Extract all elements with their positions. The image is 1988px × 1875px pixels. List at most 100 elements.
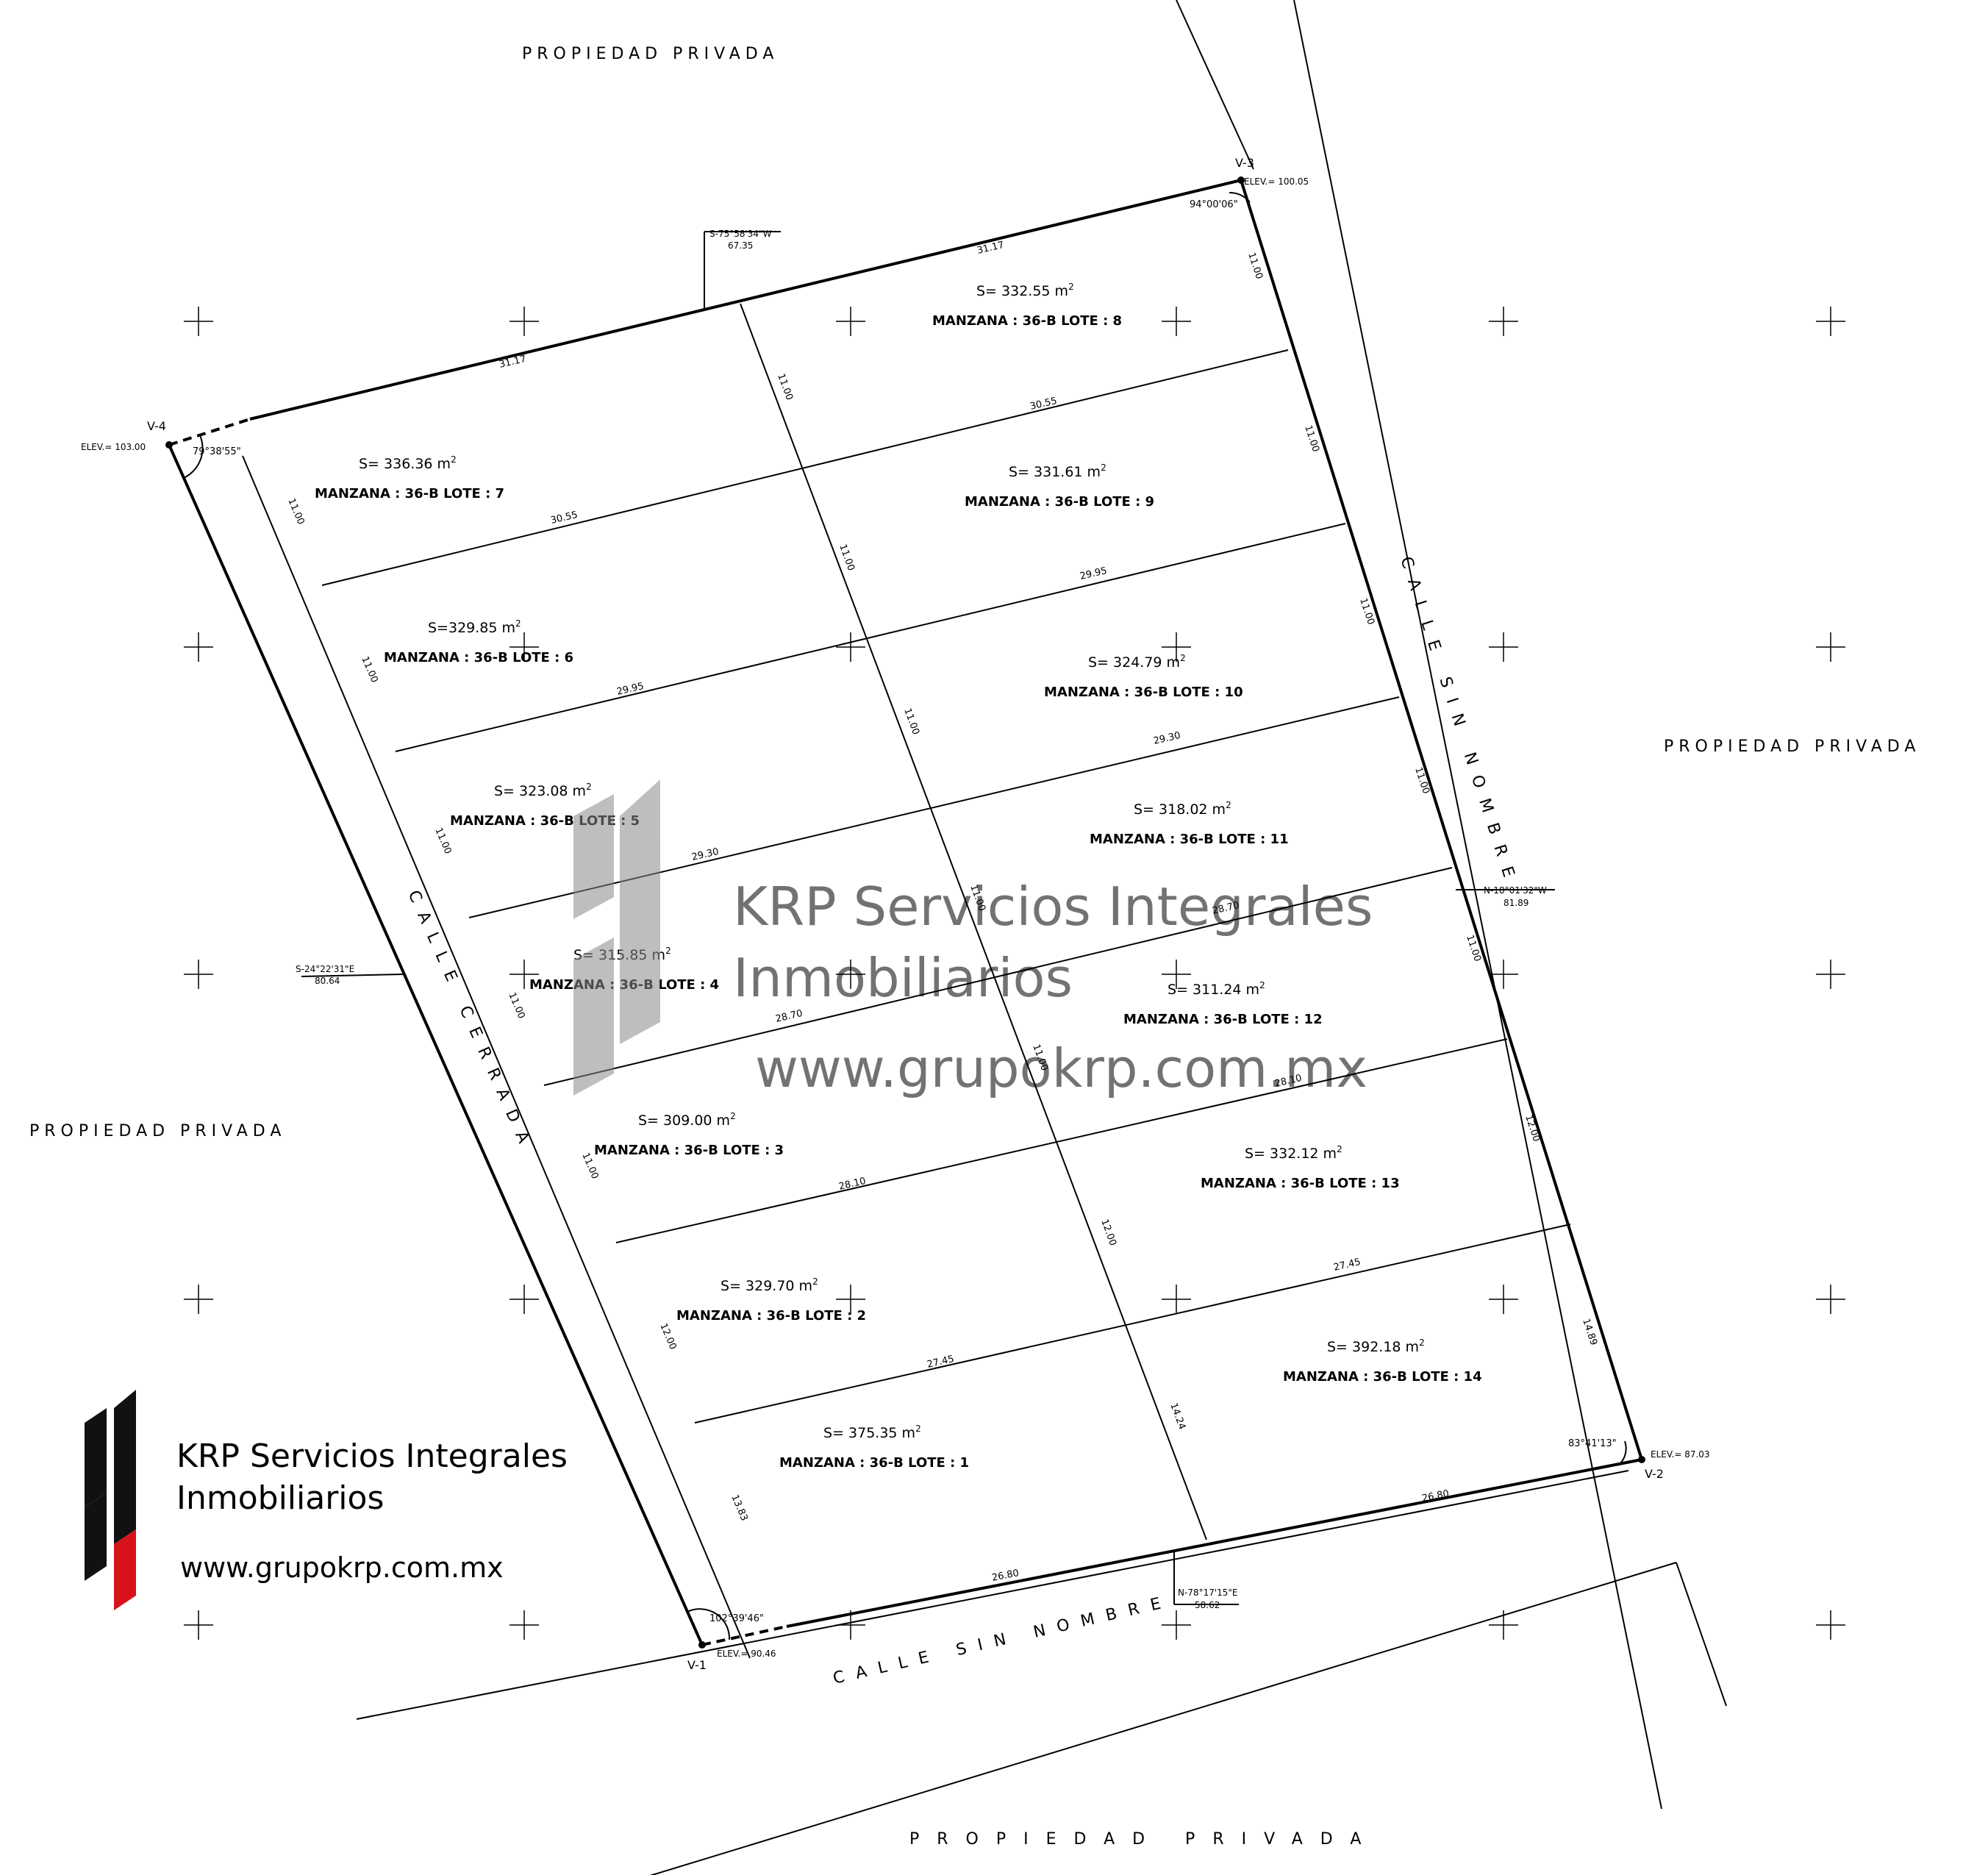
lot-area: S= 331.61 m2 (1009, 463, 1106, 480)
lot-label: MANZANA : 36-B LOTE : 14 (1283, 1369, 1482, 1385)
bearing-west: S-24°22'31"E (296, 964, 354, 974)
lot-area-unit: 2 (586, 782, 592, 792)
grid-crosses (184, 307, 1845, 1640)
dim-south-a: 26.80 (991, 1568, 1020, 1584)
lot-label: MANZANA : 36-B LOTE : 7 (315, 486, 504, 501)
watermark-url: www.grupokrp.com.mx (755, 1038, 1367, 1099)
dim-south-b: 26.80 (1421, 1488, 1450, 1504)
dim-center-7: 14.24 (1168, 1401, 1187, 1431)
lot-label: MANZANA : 36-B LOTE : 9 (965, 494, 1154, 510)
bearing-south-dist: 58.62 (1195, 1600, 1220, 1610)
vertex-v2-angle: 83°41'13" (1568, 1438, 1617, 1449)
lot-area: S= 309.00 m2 (638, 1111, 736, 1129)
lot-area: S= 392.18 m2 (1327, 1338, 1425, 1355)
lot-area: S= 375.35 m2 (823, 1424, 921, 1441)
watermark-line2: Inmobiliarios (733, 947, 1073, 1009)
logo-line2: Inmobiliarios (176, 1479, 384, 1517)
lot-label: MANZANA : 36-B LOTE : 8 (932, 313, 1122, 329)
vertex-v2-name: V-2 (1645, 1467, 1664, 1481)
vertex-v2-elev: ELEV.= 87.03 (1651, 1449, 1710, 1460)
dim-east-7: 14.89 (1580, 1318, 1599, 1347)
lot-label: MANZANA : 36-B LOTE : 13 (1201, 1176, 1400, 1191)
property-boundary (168, 179, 1643, 1646)
watermark: KRP Servicios Integrales Inmobiliarios w… (573, 779, 1373, 1099)
lot-area-unit: 2 (1068, 282, 1074, 292)
lot-area: S= 323.08 m2 (494, 782, 592, 799)
company-logo: KRP Servicios Integrales Inmobiliarios w… (85, 1390, 568, 1610)
lot-area-unit: 2 (515, 618, 521, 629)
logo-url: www.grupokrp.com.mx (180, 1551, 504, 1584)
bearing-west-dist: 80.64 (315, 976, 340, 986)
lot-label: MANZANA : 36-B LOTE : 11 (1090, 832, 1289, 847)
lot-area: S= 332.12 m2 (1245, 1144, 1342, 1162)
propiedad-left-label: PROPIEDAD PRIVADA (29, 1122, 286, 1140)
lot-area-unit: 2 (730, 1111, 736, 1121)
lot-area: S= 318.02 m2 (1134, 800, 1231, 818)
vertex-v3-angle: 94°00'06" (1190, 199, 1238, 210)
watermark-logo-bar-1 (573, 794, 614, 919)
vertex-v1-elev: ELEV.= 90.46 (717, 1649, 776, 1659)
vertex-v3-elev: ELEV.= 100.05 (1244, 176, 1309, 187)
lot-area-unit: 2 (812, 1276, 818, 1287)
lot-area-unit: 2 (1259, 980, 1265, 990)
dim-west-3: 11.00 (432, 826, 453, 856)
vertex-markers (165, 176, 1645, 1649)
lot-area-unit: 2 (451, 454, 457, 465)
dim-west-7: 13.83 (729, 1493, 749, 1523)
lot-area-unit: 2 (1180, 653, 1186, 663)
lot-label: MANZANA : 36-B LOTE : 6 (384, 650, 573, 665)
lot-label: MANZANA : 36-B LOTE : 1 (779, 1455, 969, 1471)
dim-west-4: 11.00 (506, 991, 526, 1021)
lot-area: S= 336.36 m2 (359, 454, 457, 472)
bearing-east: N-18°01'32"W (1484, 885, 1547, 896)
lot-label: MANZANA : 36-B LOTE : 12 (1123, 1012, 1323, 1027)
propiedad-right-label: PROPIEDAD PRIVADA (1664, 738, 1920, 756)
watermark-logo-bar-4 (620, 952, 660, 1044)
lot-area-unit: 2 (1419, 1338, 1425, 1348)
dim-west-2: 11.00 (359, 655, 379, 685)
lot-label: MANZANA : 36-B LOTE : 3 (594, 1143, 784, 1158)
dim-2745-left: 27.45 (926, 1354, 956, 1371)
propiedad-top-label: PROPIEDAD PRIVADA (522, 45, 779, 63)
vertex-v1-angle: 102°39'46" (709, 1613, 764, 1624)
dim-center-3: 11.00 (901, 707, 921, 736)
dim-2930-right: 29.30 (1153, 730, 1182, 747)
logo-red-bar (114, 1529, 136, 1610)
logo-bar-2 (114, 1390, 136, 1544)
bearing-north: S-75°58'34"W (709, 229, 772, 239)
vertex-v4-angle: 79°38'55" (193, 446, 241, 457)
dim-north-a: 31.17 (498, 354, 528, 371)
vertex-v1-name: V-1 (687, 1658, 707, 1672)
bearing-south: N-78°17'15"E (1178, 1588, 1238, 1598)
logo-bar-14 (85, 1500, 107, 1581)
dim-2810-left: 28.10 (838, 1176, 868, 1193)
street-lines (242, 0, 1727, 1875)
vertex-v3-name: V-3 (1235, 156, 1254, 170)
dim-center-6: 12.00 (1098, 1218, 1118, 1247)
vertex-v4-elev: ELEV.= 103.00 (81, 442, 146, 452)
lot-area: S=329.85 m2 (428, 618, 521, 636)
dim-2930-left: 29.30 (691, 846, 721, 863)
lot-area-unit: 2 (665, 946, 671, 956)
lot-area-unit: 2 (915, 1424, 921, 1434)
vertex-v4-name: V-4 (147, 419, 166, 433)
watermark-line1: KRP Servicios Integrales (733, 876, 1373, 938)
lot-label: MANZANA : 36-B LOTE : 10 (1044, 685, 1243, 700)
propiedad-bottom-label: PROPIEDAD PRIVADA (909, 1830, 1379, 1849)
lot-area-unit: 2 (1226, 800, 1231, 810)
dim-west-6: 12.00 (657, 1322, 678, 1351)
watermark-logo-bar-3 (573, 938, 614, 1096)
dim-center-1: 11.00 (775, 372, 795, 401)
lot-area-unit: 2 (1101, 463, 1106, 473)
bearing-north-dist: 67.35 (728, 240, 753, 251)
lot-area: S= 332.55 m2 (976, 282, 1074, 299)
dim-east-1: 11.00 (1245, 251, 1265, 281)
bearing-east-dist: 81.89 (1503, 898, 1528, 908)
dim-2995-right: 29.95 (1079, 565, 1109, 582)
dim-2745-right: 27.45 (1333, 1257, 1362, 1274)
lot-area-unit: 2 (1337, 1144, 1342, 1154)
dim-2870-left: 28.70 (775, 1008, 804, 1025)
watermark-logo-bar-2 (620, 779, 660, 982)
calle-sin-nombre-east-label: CALLE SIN NOMBRE (1396, 554, 1521, 890)
